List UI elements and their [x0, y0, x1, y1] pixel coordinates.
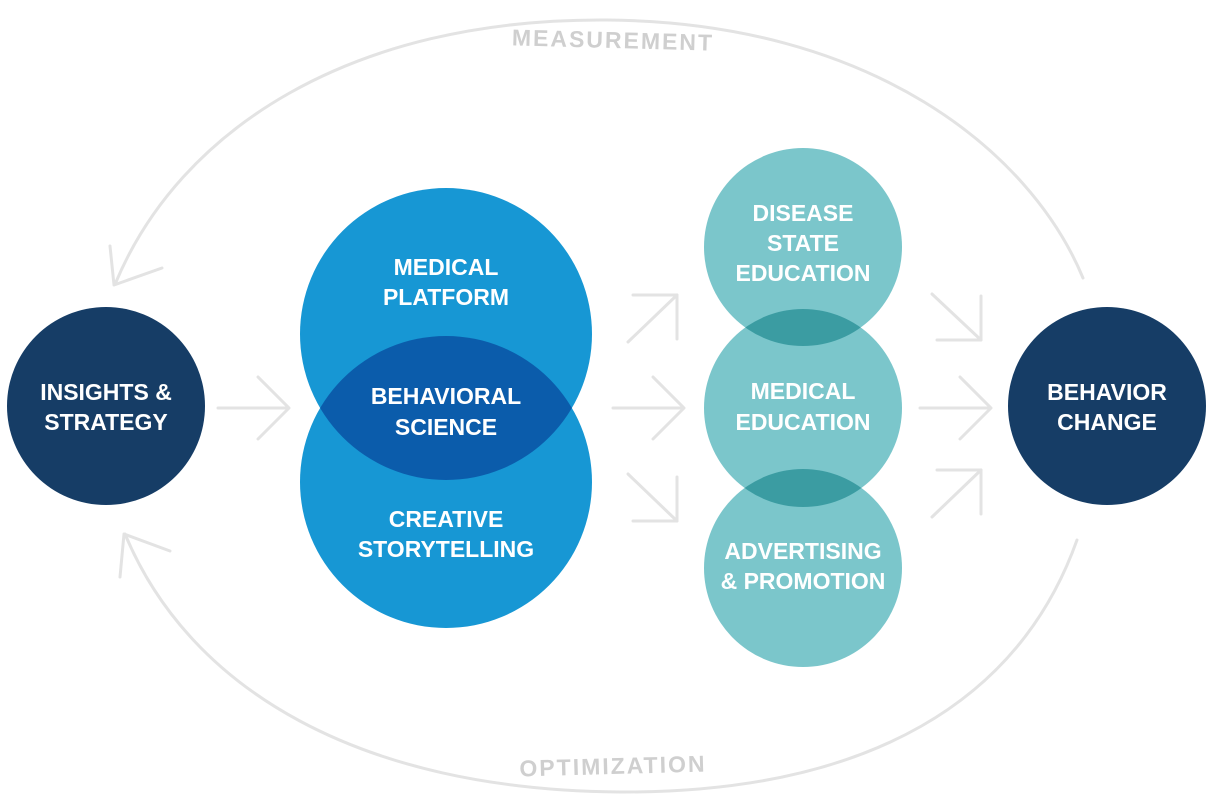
medical-education-label-line2: EDUCATION: [735, 409, 870, 435]
creative-storytelling-label-line2: STORYTELLING: [358, 536, 534, 562]
advertising-promotion-label-line1: ADVERTISING: [724, 538, 881, 564]
arrow-right-icon: [918, 375, 993, 441]
behavior-change-circle: [1008, 307, 1206, 505]
behavioral-science-label-line2: SCIENCE: [395, 414, 497, 440]
arrow-right-icon: [216, 375, 291, 441]
advertising-promotion-circle: [704, 469, 902, 667]
insights-strategy-label-line2: STRATEGY: [44, 409, 168, 435]
measurement-loop-line: [114, 18, 1085, 284]
insights-strategy-label-line1: INSIGHTS &: [40, 379, 172, 405]
disease-state-label-line3: EDUCATION: [735, 260, 870, 286]
arrow-up-right-icon: [626, 293, 679, 344]
flow-arrows: [216, 292, 993, 523]
measurement-arrowhead-icon: [108, 244, 164, 287]
arrow-down-right-icon: [626, 472, 679, 523]
behavioral-science-overlap: [300, 336, 592, 480]
behavioral-science-label-line1: BEHAVIORAL: [371, 383, 521, 409]
arrow-down-right-icon: [930, 292, 983, 342]
optimization-loop-line: [123, 532, 1079, 794]
medical-education-label-line1: MEDICAL: [751, 378, 856, 404]
behavior-change-label-line1: BEHAVIOR: [1047, 379, 1167, 405]
arrow-right-icon: [611, 375, 686, 441]
creative-storytelling-label-line1: CREATIVE: [389, 506, 504, 532]
behavior-change-label-line2: CHANGE: [1057, 409, 1157, 435]
behavior-change-node: BEHAVIOR CHANGE: [1008, 307, 1206, 505]
optimization-arrowhead-icon: [118, 532, 172, 579]
measurement-label: MEASUREMENT: [512, 24, 715, 55]
disease-state-education-circle: [704, 148, 902, 346]
medical-education-circle: [704, 309, 902, 507]
venn-group: MEDICAL PLATFORM BEHAVIORAL SCIENCE CREA…: [300, 188, 592, 628]
optimization-label: OPTIMIZATION: [519, 751, 707, 782]
arrow-up-right-icon: [930, 468, 983, 519]
disease-state-label-line2: STATE: [767, 230, 839, 256]
disease-state-label-line1: DISEASE: [753, 200, 854, 226]
medical-platform-label-line2: PLATFORM: [383, 284, 509, 310]
insights-strategy-node: INSIGHTS & STRATEGY: [7, 307, 205, 505]
medical-platform-label-line1: MEDICAL: [394, 254, 499, 280]
insights-strategy-circle: [7, 307, 205, 505]
channel-stack: DISEASE STATE EDUCATION MEDICAL EDUCATIO…: [704, 148, 902, 667]
feedback-loop: MEASUREMENT OPTIMIZATION: [108, 18, 1085, 794]
advertising-promotion-label-line2: & PROMOTION: [721, 568, 886, 594]
